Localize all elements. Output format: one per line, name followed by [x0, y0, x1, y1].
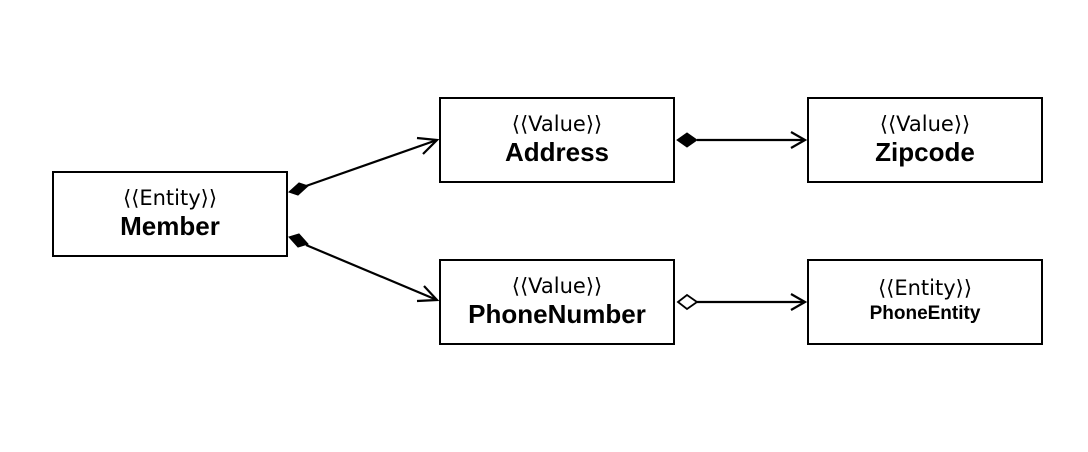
- class-name: Address: [504, 137, 610, 167]
- stereotype-label: ⟨⟨Entity⟩⟩: [122, 186, 218, 210]
- class-name: Member: [120, 211, 220, 241]
- open-arrowhead-icon: [790, 293, 808, 311]
- class-box-zipcode: ⟨⟨Value⟩⟩ Zipcode: [807, 97, 1043, 183]
- relation-phonenumber-phoneentity: [676, 293, 808, 311]
- relation-member-address: [288, 136, 440, 196]
- stereotype-label: ⟨⟨Value⟩⟩: [511, 112, 603, 136]
- relation-member-phonenumber: [288, 233, 440, 303]
- class-box-member: ⟨⟨Entity⟩⟩ Member: [52, 171, 288, 257]
- stereotype-label: ⟨⟨Value⟩⟩: [511, 274, 603, 298]
- class-box-phonenumber: ⟨⟨Value⟩⟩ PhoneNumber: [439, 259, 675, 345]
- class-box-address: ⟨⟨Value⟩⟩ Address: [439, 97, 675, 183]
- class-name: PhoneEntity: [869, 303, 981, 324]
- stereotype-label: ⟨⟨Value⟩⟩: [879, 112, 971, 136]
- class-name: PhoneNumber: [468, 299, 646, 329]
- composition-diamond-icon: [288, 233, 309, 248]
- composition-diamond-icon: [676, 132, 698, 148]
- stereotype-label: ⟨⟨Entity⟩⟩: [877, 276, 973, 300]
- aggregation-diamond-icon: [676, 293, 699, 311]
- composition-diamond-icon: [288, 182, 309, 196]
- open-arrowhead-icon: [416, 285, 440, 303]
- relation-address-zipcode: [676, 131, 808, 149]
- class-name: Zipcode: [875, 137, 975, 167]
- open-arrowhead-icon: [416, 136, 440, 155]
- class-box-phoneentity: ⟨⟨Entity⟩⟩ PhoneEntity: [807, 259, 1043, 345]
- open-arrowhead-icon: [790, 131, 808, 149]
